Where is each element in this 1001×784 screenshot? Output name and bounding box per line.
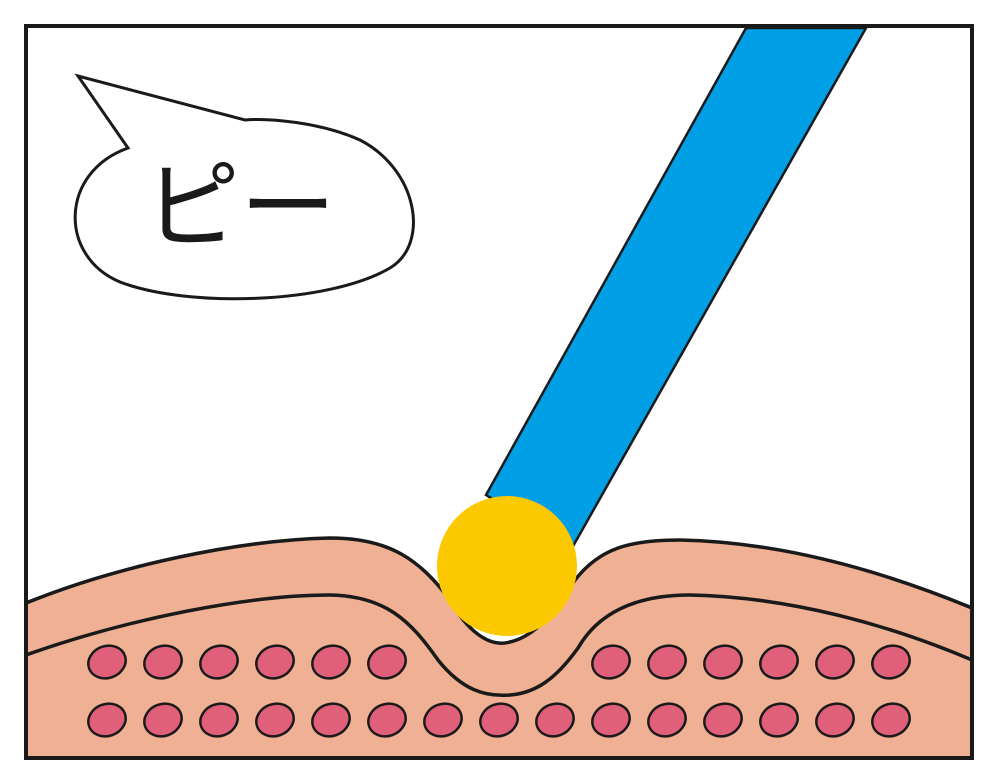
cell xyxy=(703,644,743,680)
probe-tip xyxy=(437,496,577,636)
skin-inner-boundary xyxy=(28,593,970,698)
cell xyxy=(255,644,295,680)
skin-layer xyxy=(28,536,970,756)
cell xyxy=(759,644,799,680)
cell xyxy=(815,644,855,680)
cell xyxy=(759,702,799,738)
cell xyxy=(367,702,407,738)
cell xyxy=(199,644,239,680)
cell xyxy=(871,644,911,680)
speech-bubble-text: ピー xyxy=(144,151,336,263)
cell xyxy=(815,702,855,738)
cell xyxy=(647,702,687,738)
cell xyxy=(479,702,519,738)
cell xyxy=(199,702,239,738)
cell xyxy=(143,702,183,738)
cell xyxy=(87,644,127,680)
cell xyxy=(647,644,687,680)
cell xyxy=(423,702,463,738)
cell xyxy=(703,702,743,738)
cell xyxy=(143,644,183,680)
speech-bubble xyxy=(73,73,415,301)
cell-rows xyxy=(87,644,911,738)
cell xyxy=(311,702,351,738)
cell xyxy=(535,702,575,738)
cell xyxy=(591,644,631,680)
cell xyxy=(87,702,127,738)
cell xyxy=(367,644,407,680)
cell xyxy=(871,702,911,738)
cell xyxy=(591,702,631,738)
cell xyxy=(255,702,295,738)
cell xyxy=(311,644,351,680)
skin-cross-section xyxy=(28,536,970,756)
